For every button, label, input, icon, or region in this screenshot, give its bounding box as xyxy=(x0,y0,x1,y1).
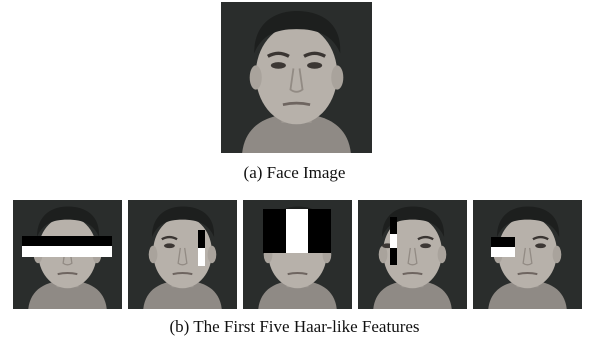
feature-black-rect xyxy=(390,248,397,265)
feature-black-rect xyxy=(198,230,205,248)
feature-black-rect xyxy=(22,236,112,246)
face-photo-icon xyxy=(358,200,467,309)
feature-white-rect xyxy=(22,246,112,257)
face-image-main xyxy=(221,2,372,153)
caption-haar-features: (b) The First Five Haar-like Features xyxy=(0,317,589,337)
face-feature-3 xyxy=(243,200,352,309)
feature-white-rect xyxy=(390,234,397,248)
feature-black-rect xyxy=(491,237,515,247)
feature-black-rect xyxy=(390,217,397,234)
face-feature-2 xyxy=(128,200,237,309)
feature-black-rect xyxy=(308,209,331,253)
feature-black-rect xyxy=(263,209,286,253)
face-photo-icon xyxy=(473,200,582,309)
caption-face-image: (a) Face Image xyxy=(0,163,589,183)
face-photo-icon xyxy=(221,2,372,153)
face-photo-icon xyxy=(128,200,237,309)
feature-white-rect xyxy=(286,209,308,253)
face-feature-1 xyxy=(13,200,122,309)
feature-white-rect xyxy=(491,247,515,257)
face-feature-5 xyxy=(473,200,582,309)
feature-white-rect xyxy=(198,248,205,266)
face-feature-4 xyxy=(358,200,467,309)
